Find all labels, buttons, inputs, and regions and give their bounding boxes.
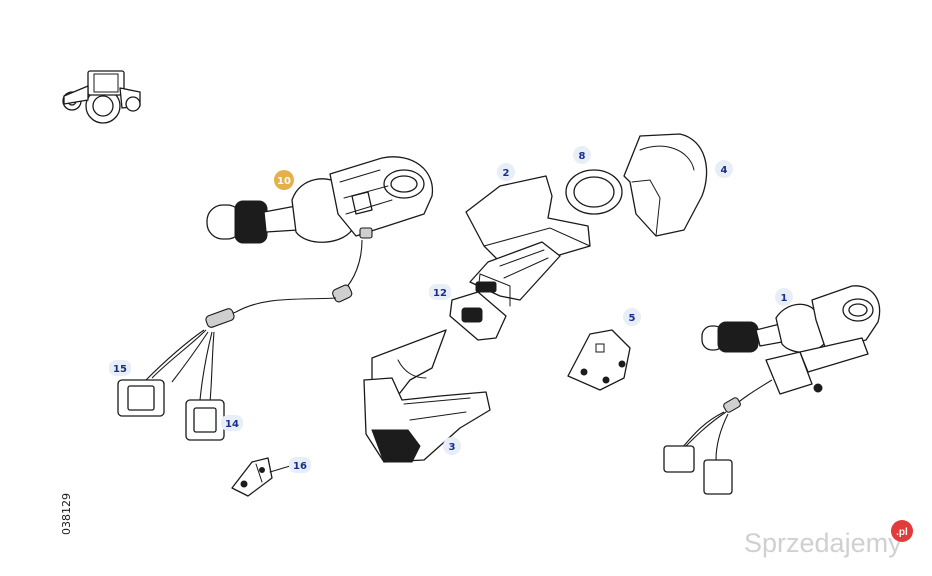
svg-text:3: 3 bbox=[449, 442, 456, 453]
callout-label-1: 1 bbox=[775, 288, 793, 306]
svg-text:12: 12 bbox=[433, 288, 447, 299]
svg-text:2: 2 bbox=[503, 168, 510, 179]
callout-label-15: 15 bbox=[109, 360, 131, 376]
callout-label-8: 8 bbox=[573, 146, 591, 164]
svg-text:15: 15 bbox=[113, 364, 127, 375]
part-5-bracket bbox=[567, 329, 631, 391]
callout-label-16: 16 bbox=[269, 457, 311, 473]
part-1-combination-switch bbox=[701, 285, 881, 395]
callout-label-3: 3 bbox=[443, 437, 461, 455]
svg-text:4: 4 bbox=[721, 165, 728, 176]
wiring-harness bbox=[117, 239, 363, 441]
callout-label-2: 2 bbox=[497, 163, 515, 181]
callout-label-14: 14 bbox=[221, 415, 243, 431]
svg-text:.pl: .pl bbox=[896, 527, 908, 538]
svg-text:5: 5 bbox=[629, 313, 636, 324]
svg-text:8: 8 bbox=[579, 151, 586, 162]
svg-text:1: 1 bbox=[781, 293, 788, 304]
callout-label-4: 4 bbox=[715, 160, 733, 178]
svg-text:14: 14 bbox=[225, 419, 239, 430]
watermark-badge-icon bbox=[891, 520, 913, 542]
part-2-upper-shroud bbox=[465, 175, 591, 301]
callout-label-10: 10 bbox=[274, 170, 294, 190]
part-4-shell bbox=[623, 133, 708, 237]
part-12-switch-module bbox=[449, 273, 511, 341]
svg-text:10: 10 bbox=[277, 176, 291, 187]
svg-text:Sprzedajemy: Sprzedajemy bbox=[744, 528, 902, 558]
right-wiring-harness bbox=[663, 379, 773, 495]
drawing-number: 038129 bbox=[60, 493, 73, 535]
callout-label-12: 12 bbox=[429, 284, 451, 300]
part-8-ring bbox=[565, 169, 623, 215]
part-3-lower-shroud bbox=[363, 329, 491, 463]
tractor-icon bbox=[62, 70, 141, 124]
svg-text:16: 16 bbox=[293, 461, 307, 472]
part-16-plate bbox=[231, 457, 273, 497]
callout-label-5: 5 bbox=[623, 308, 641, 326]
part-10-combination-switch bbox=[206, 156, 434, 244]
watermark: Sprzedajemy .pl bbox=[744, 520, 913, 558]
